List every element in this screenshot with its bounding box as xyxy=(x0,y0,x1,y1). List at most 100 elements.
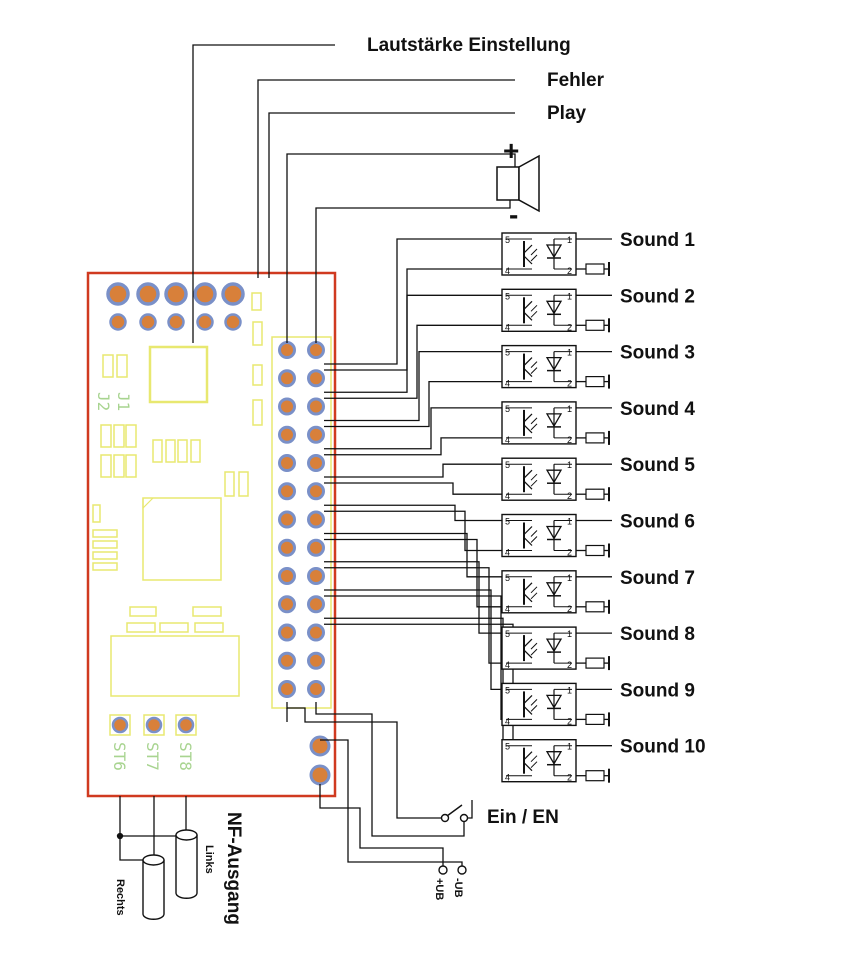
smd-components xyxy=(92,292,263,633)
header-pin xyxy=(307,369,325,388)
opto-pin-number: 4 xyxy=(505,716,510,726)
right-channel-label: Rechts xyxy=(114,879,126,916)
wire xyxy=(324,437,502,456)
header-pin xyxy=(307,341,325,359)
header-pin xyxy=(307,623,325,642)
header-pin xyxy=(278,341,296,359)
header-pin xyxy=(278,595,296,614)
smd-part xyxy=(100,454,112,478)
opto-pin-number: 5 xyxy=(505,629,510,639)
sound-label-6: Sound 6 xyxy=(620,512,695,533)
sound-label-3: Sound 3 xyxy=(620,343,695,364)
wires xyxy=(116,44,516,866)
opto-pin-number: 4 xyxy=(505,491,510,501)
st6-label: ST6 xyxy=(110,742,129,771)
pad xyxy=(221,282,245,306)
wire xyxy=(315,200,511,343)
smd-part xyxy=(252,321,263,346)
opto-pin-number: 4 xyxy=(505,604,510,614)
wire xyxy=(324,238,502,365)
header-pin xyxy=(307,454,325,472)
opto-pin-number: 5 xyxy=(505,235,510,245)
smd-part xyxy=(126,622,156,633)
header-pin xyxy=(307,510,325,529)
smd-part xyxy=(92,540,118,549)
smd-part xyxy=(92,551,118,560)
header-pin xyxy=(307,482,325,501)
opto-pin-number: 5 xyxy=(505,460,510,470)
opto-pin-number: 1 xyxy=(567,348,572,358)
smd-part xyxy=(152,439,163,463)
minus-ub-label: -UB xyxy=(452,878,464,898)
ic-chip-main xyxy=(142,497,222,581)
header-pin xyxy=(278,538,296,557)
opto-pin-number: 1 xyxy=(567,235,572,245)
opto-pin-number: 5 xyxy=(505,685,510,695)
sound-label-1: Sound 1 xyxy=(620,230,695,251)
opto-pin-number: 2 xyxy=(567,435,572,445)
smd-part xyxy=(177,439,188,463)
sound-label-8: Sound 8 xyxy=(620,624,695,645)
wire xyxy=(324,407,502,450)
pad xyxy=(193,282,217,306)
header-pin xyxy=(278,651,296,670)
opto-pin-number: 4 xyxy=(505,548,510,558)
smd-part xyxy=(252,364,263,386)
wire xyxy=(324,510,502,552)
sound-label-2: Sound 2 xyxy=(620,286,695,307)
pin-header xyxy=(278,341,325,698)
wire xyxy=(286,153,516,343)
smd-part xyxy=(194,622,224,633)
pad xyxy=(167,313,185,331)
audio-jacks xyxy=(142,829,198,920)
power-terminals xyxy=(438,865,467,875)
wire xyxy=(324,623,514,777)
header-pin xyxy=(278,623,296,642)
header-pin xyxy=(278,454,296,472)
header-pin xyxy=(278,510,296,529)
opto-pin-number: 2 xyxy=(567,379,572,389)
wire xyxy=(324,589,502,691)
junction-dot xyxy=(116,832,124,840)
pad xyxy=(196,313,214,331)
enable-label: Ein / EN xyxy=(487,807,559,828)
sound-label-4: Sound 4 xyxy=(620,399,695,420)
smd-part xyxy=(129,606,157,617)
wire xyxy=(324,463,502,478)
opto-pin-number: 5 xyxy=(505,404,510,414)
header-pin xyxy=(278,567,296,585)
smd-part xyxy=(92,529,118,538)
smd-part xyxy=(116,354,128,378)
smd-part xyxy=(125,454,137,478)
smd-part xyxy=(238,471,249,497)
smd-part xyxy=(92,504,101,523)
pad xyxy=(106,282,130,306)
wire xyxy=(119,796,186,837)
pad xyxy=(164,282,188,306)
wire xyxy=(324,567,502,664)
pad xyxy=(224,313,242,331)
sound-label-10: Sound 10 xyxy=(620,737,706,758)
smd-part xyxy=(252,399,263,426)
header-pin xyxy=(307,595,325,614)
st7-label: ST7 xyxy=(143,742,162,771)
smd-part xyxy=(100,424,112,448)
smd-part xyxy=(190,439,201,463)
wire xyxy=(324,482,502,495)
speaker-minus-label: - xyxy=(509,199,518,230)
wire xyxy=(119,836,143,861)
speaker-icon xyxy=(496,154,540,213)
opto-pin-number: 5 xyxy=(505,742,510,752)
ic-chip-top xyxy=(148,345,209,404)
smd-part xyxy=(165,439,176,463)
opto-pin-number: 5 xyxy=(505,517,510,527)
header-pin xyxy=(307,538,325,557)
volume-label: Lautstärke Einstellung xyxy=(367,35,571,56)
